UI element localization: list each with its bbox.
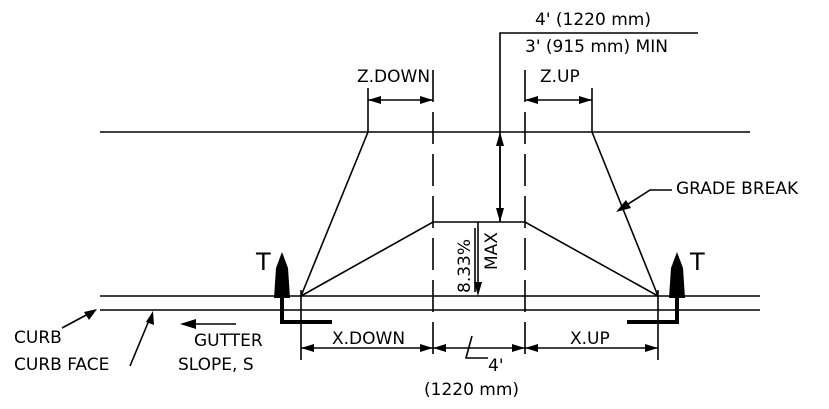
- x-down-arrow-left: [301, 344, 314, 352]
- curb-label: CURB: [14, 328, 62, 348]
- z-down-arrow-right: [420, 96, 433, 104]
- gutter-slope-arrow-head: [180, 319, 196, 329]
- ramp-outline: [300, 131, 369, 297]
- t-right-label: T: [689, 248, 705, 276]
- x-up-arrow-right: [645, 344, 658, 352]
- x-down-arrow-right: [420, 344, 433, 352]
- z-up-label: Z.UP: [540, 67, 580, 87]
- z-down-label: Z.DOWN: [357, 67, 430, 87]
- z-up-arrow-left: [525, 96, 538, 104]
- curb-leader-arrow: [84, 309, 97, 320]
- grade-break-label: GRADE BREAK: [676, 179, 799, 199]
- slope-max-label: MAX: [482, 232, 502, 270]
- ramp-outline-right-flare: [591, 131, 659, 297]
- x-up-label: X.UP: [570, 329, 610, 349]
- slope-s-label: SLOPE, S: [178, 355, 254, 375]
- t-marker-right: [669, 252, 685, 298]
- grade-break-leader: [621, 189, 672, 209]
- bottom-mm-label: (1220 mm): [424, 380, 519, 400]
- t-marker-left: [274, 252, 290, 298]
- t-marker-left-base: [280, 296, 332, 324]
- bottom-dim-tick: [464, 335, 488, 359]
- grade-break-arrow: [616, 200, 631, 212]
- t-marker-right-base: [627, 296, 679, 324]
- dim-4ft-label: 4' (1220 mm): [535, 10, 651, 30]
- landing-arrow-top: [496, 132, 504, 146]
- gutter-label: GUTTER: [194, 331, 263, 351]
- landing-arrow-bottom: [496, 208, 504, 222]
- dim-3ft-min-label: 3' (915 mm) MIN: [525, 37, 668, 57]
- ramp-landing-edge: [300, 221, 659, 297]
- landing-leader: [499, 32, 698, 222]
- bottom-arrow-right: [512, 344, 525, 352]
- z-down-arrow-left: [368, 96, 381, 104]
- z-up-arrow-right: [579, 96, 592, 104]
- slope-arrow-head: [474, 282, 482, 296]
- curb-face-leader-arrow: [146, 311, 154, 325]
- bottom-arrow-left: [433, 344, 446, 352]
- bottom-4ft-label: 4': [488, 356, 504, 376]
- curb-leader: [61, 312, 91, 329]
- t-left-label: T: [255, 248, 271, 276]
- x-up-arrow-left: [525, 344, 538, 352]
- slope-pct-label: 8.33%: [455, 239, 475, 293]
- curb-face-label: CURB FACE: [14, 355, 109, 375]
- x-down-label: X.DOWN: [332, 329, 405, 349]
- curb-face-leader: [129, 317, 151, 367]
